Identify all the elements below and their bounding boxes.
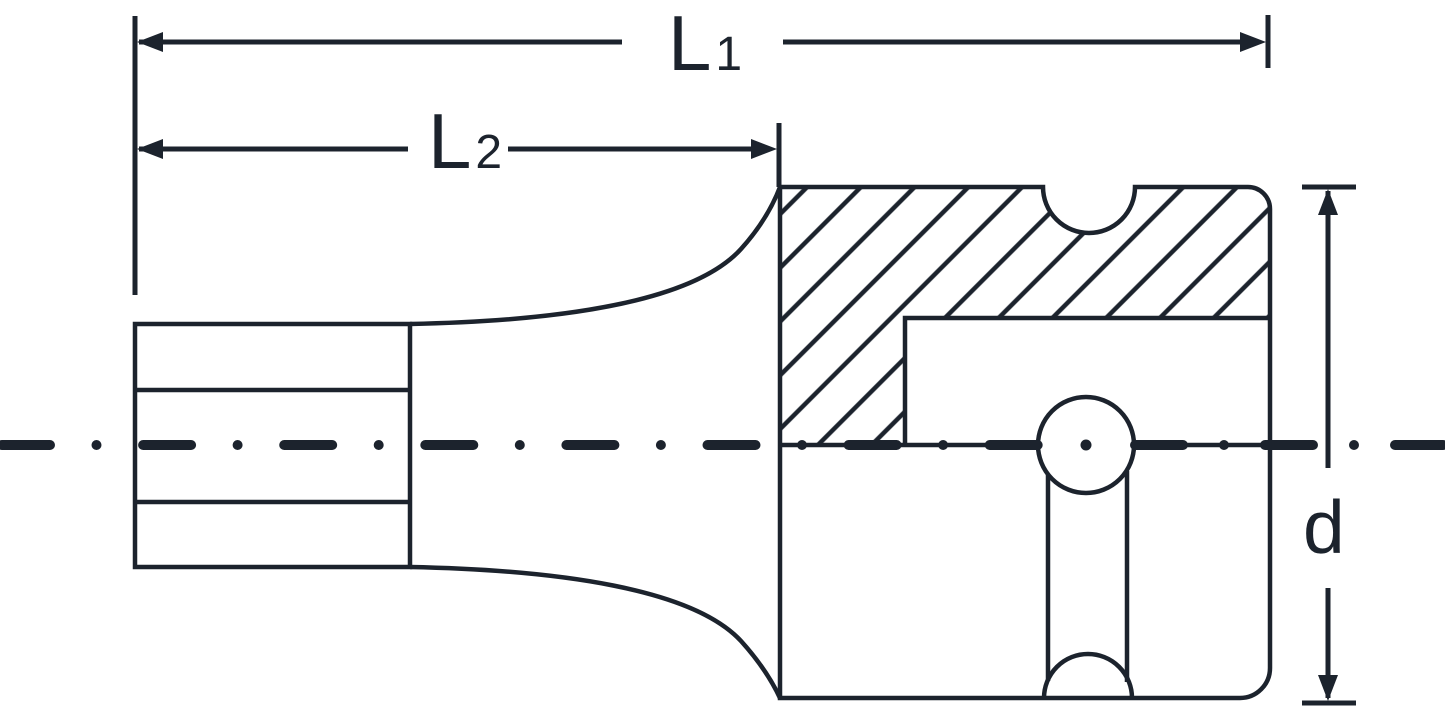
l1-arrowhead-left <box>137 32 163 52</box>
drive-bore-step <box>902 315 1270 445</box>
d-label: d <box>1303 485 1345 569</box>
dimension-l2: L2 <box>137 97 782 187</box>
neck-taper-bottom-curve <box>409 564 783 699</box>
d-arrowhead-top <box>1318 189 1338 215</box>
dimension-l1: L1 <box>132 0 1271 295</box>
groove-bump-arc <box>1041 651 1135 699</box>
d-arrowhead-bottom <box>1318 675 1338 701</box>
l2-arrowhead-right <box>751 139 777 159</box>
dimension-d: d <box>1302 184 1356 706</box>
pin-hole-projection <box>1041 471 1135 699</box>
l2-label: L2 <box>428 97 502 185</box>
socket-body-outline <box>777 184 1273 701</box>
centerline <box>0 439 1445 451</box>
l1-arrowhead-right <box>1240 32 1266 52</box>
l1-label: L1 <box>668 0 742 87</box>
neck-taper-top-curve <box>409 186 783 327</box>
l2-arrowhead-left <box>137 139 163 159</box>
centerline-dot-at-pin <box>1080 439 1092 451</box>
